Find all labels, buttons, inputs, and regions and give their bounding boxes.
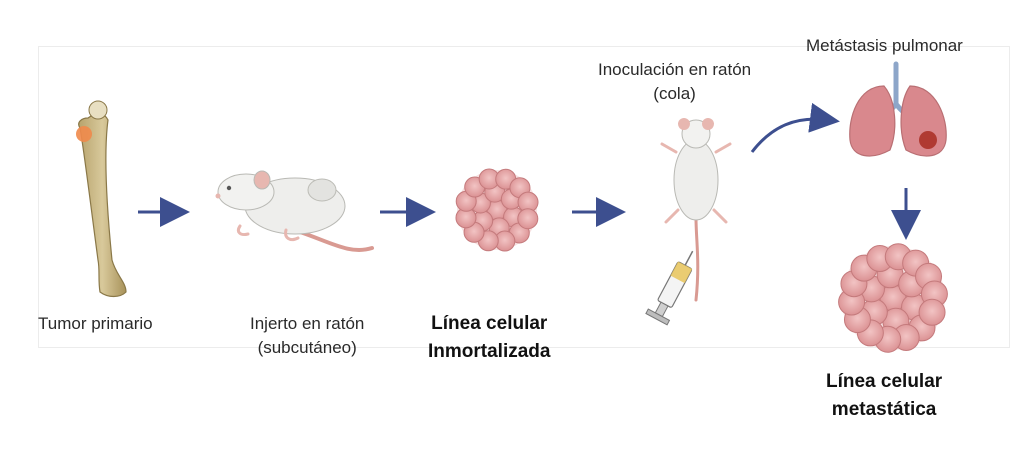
curved-arrow [750,102,840,153]
label-immortal-line1: Línea celular [431,313,548,334]
label-graft: Injerto en ratón (subcutáneo) [250,312,364,360]
label-inoculation-line2: (cola) [653,84,696,103]
femur-bone-icon [76,100,127,298]
label-metastatic-line2: metastática [831,399,937,420]
metastatic-cell-cluster-icon [838,243,948,353]
label-inoculation: Inoculación en ratón (cola) [598,58,751,106]
label-lung-metastasis: Metástasis pulmonar [806,36,963,55]
syringe-icon [645,250,694,326]
metastasis-spot [919,131,937,149]
label-inoculation-line1: Inoculación en ratón [598,60,752,79]
mouse-top-view-icon [660,118,732,302]
cell [918,298,946,326]
label-metastatic-line: Línea celular metastática [826,368,942,424]
label-graft-line1: Injerto en ratón [250,314,365,333]
cell [517,208,539,230]
lungs-icon [849,61,947,157]
cell-cluster-icon [455,168,539,252]
label-primary-tumor: Tumor primario [38,314,153,333]
tumor-spot [76,126,92,142]
label-graft-line2: (subcutáneo) [257,338,357,357]
mouse-icon [215,170,374,252]
label-metastatic-line1: Línea celular [826,371,943,392]
label-immortal-line2: Inmortalizada [428,341,551,362]
label-immortal-line: Línea celular Inmortalizada [428,310,550,366]
